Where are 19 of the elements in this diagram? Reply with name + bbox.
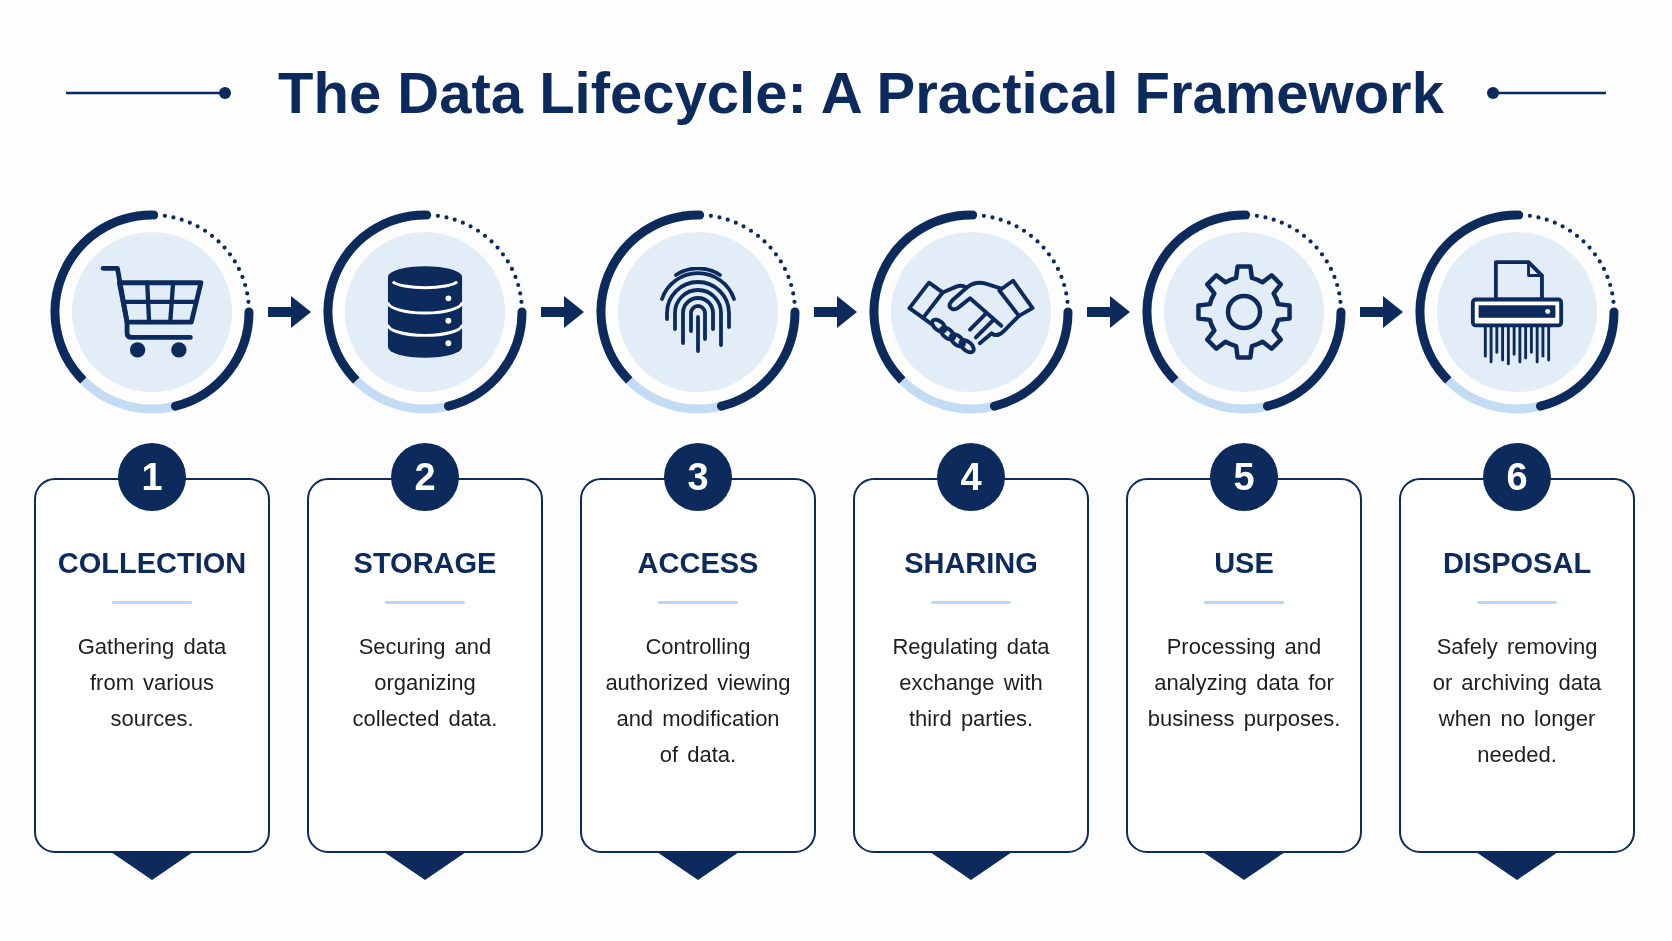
step-number-badge: 3 bbox=[664, 443, 732, 511]
step-description: Controlling authorized viewing and modification of data. bbox=[604, 633, 792, 769]
step-title: USE bbox=[1214, 546, 1274, 581]
step-number-badge: 1 bbox=[118, 443, 186, 511]
step-number-badge: 5 bbox=[1210, 443, 1278, 511]
step-title: DISPOSAL bbox=[1442, 546, 1592, 581]
step-title: COLLECTION bbox=[57, 546, 247, 581]
step-number-badge: 6 bbox=[1483, 443, 1551, 511]
step-description: Regulating data exchange with third parties. bbox=[891, 633, 1051, 733]
step-title: ACCESS bbox=[637, 546, 759, 581]
step-number-badge: 2 bbox=[391, 443, 459, 511]
diagram-title: The Data Lifecycle: A Practical Framework bbox=[278, 59, 1444, 127]
step-description: Gathering data from various sources. bbox=[76, 633, 228, 733]
step-description: Safely removing or archiving data when no longer needed. bbox=[1431, 633, 1603, 769]
step-description: Securing and organizing collected data. bbox=[351, 633, 499, 733]
step-description: Processing and analyzing data for business purposes. bbox=[1146, 633, 1342, 733]
step-number-badge: 4 bbox=[937, 443, 1005, 511]
step-title: SHARING bbox=[904, 546, 1038, 581]
step-title: STORAGE bbox=[353, 546, 497, 581]
